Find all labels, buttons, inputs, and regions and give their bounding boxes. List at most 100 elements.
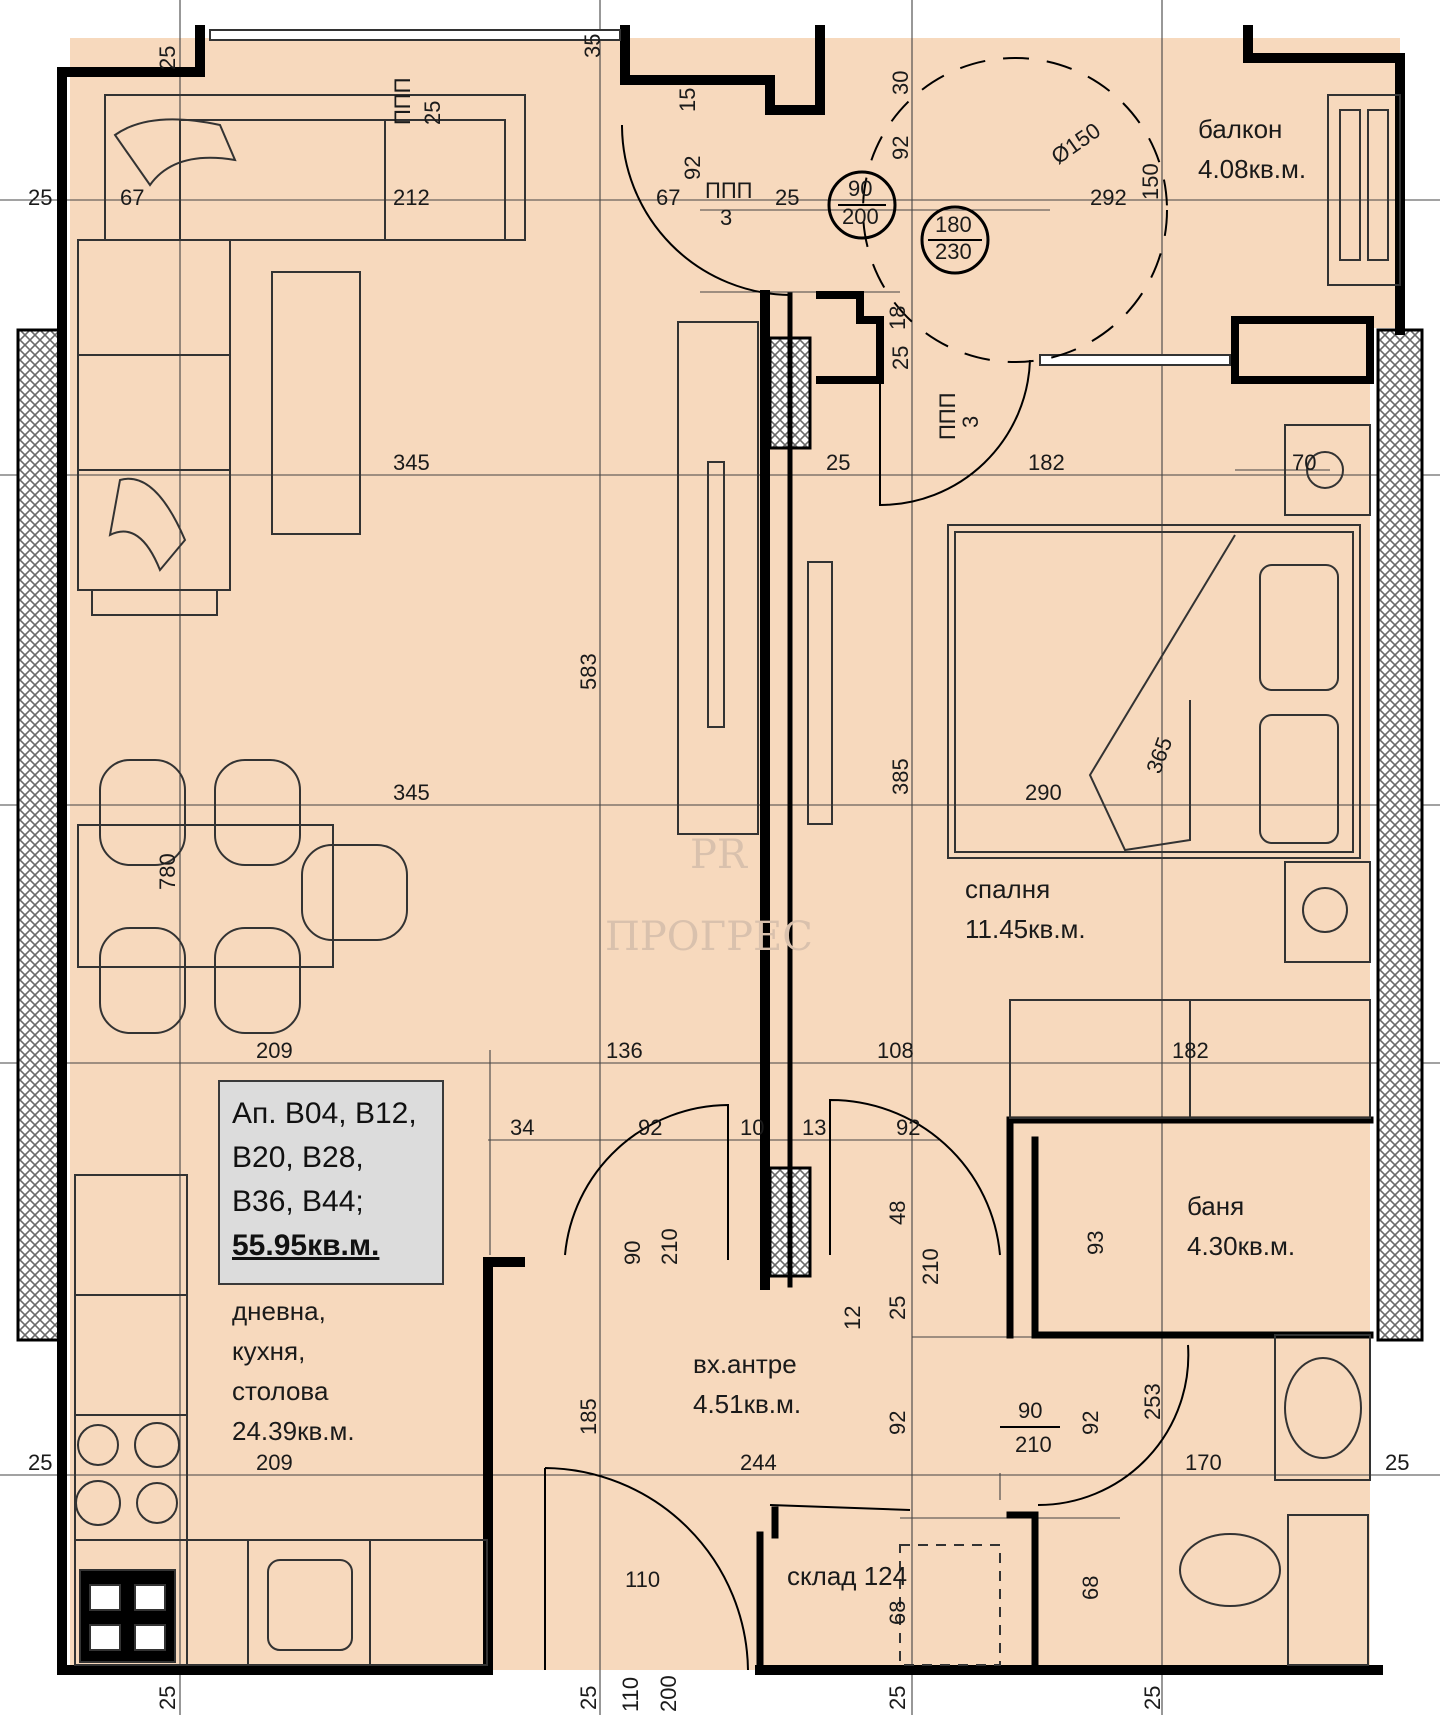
dim-label: 780 (155, 853, 180, 890)
room-labels: балкон 4.08кв.м. спалня 11.45кв.м. баня … (232, 114, 1306, 1591)
dim-label: 18 (885, 306, 910, 330)
dim-label: 25 (885, 1296, 910, 1320)
dim-label: 110 (618, 1677, 643, 1712)
dim-label: 92 (888, 136, 913, 160)
dim-label: 3 (958, 416, 983, 428)
dim-label: 92 (885, 1411, 910, 1435)
bath-lower-wall (1006, 1511, 1039, 1674)
dim-label: 68 (1078, 1576, 1103, 1600)
watermark-text: ПРОГРЕС (605, 914, 813, 960)
dim-label: ППП (705, 178, 752, 203)
chair-2 (214, 759, 301, 866)
apartment-total-area: 55.95кв.м. (232, 1229, 380, 1262)
door-tag-2-bottom: 230 (935, 239, 972, 264)
floor-bath (1015, 1123, 1370, 1670)
dim-label: 25 (155, 1686, 180, 1710)
turning-circle (862, 57, 1168, 363)
kitchen-sink (267, 1559, 353, 1651)
bed-inner (954, 531, 1354, 853)
pillow-2 (1259, 714, 1339, 844)
door-swing-hall-right (829, 1098, 1001, 1256)
door-swing-entry (544, 1467, 749, 1671)
kitchen-bottom-counter (186, 1539, 488, 1666)
room-name-hall: вх.антре (693, 1349, 797, 1379)
pillow-1 (1259, 564, 1339, 691)
dim-label: 10 (740, 1115, 764, 1140)
door-tag-2-top: 180 (935, 212, 972, 237)
room-name-living-1: дневна, (232, 1296, 326, 1326)
watermark: PR ПРОГРЕС (605, 832, 813, 960)
room-area-bedroom: 11.45кв.м. (965, 914, 1086, 944)
ac-unit (1327, 94, 1401, 286)
dim-label: 110 (625, 1567, 660, 1592)
chair-5 (301, 844, 408, 941)
dim-label: 67 (656, 185, 680, 210)
hob-4 (136, 1482, 178, 1524)
dim-label: 182 (1028, 450, 1065, 475)
dim-label: 209 (256, 1450, 293, 1475)
sofa-seat-2 (384, 119, 506, 241)
dim-label: 25 (420, 101, 445, 125)
dim-label: 35 (580, 34, 605, 58)
door-swing-living (564, 1103, 729, 1260)
dim-label: 93 (1083, 1231, 1108, 1255)
room-name-living-3: столова (232, 1376, 329, 1406)
dim-label: 292 (1090, 185, 1127, 210)
column-left (16, 328, 64, 1342)
windows (209, 29, 1231, 366)
window-top (209, 29, 621, 41)
dim-label: 70 (1292, 450, 1316, 475)
room-name-storage: склад 124 (787, 1561, 907, 1591)
window-balcony (1039, 354, 1231, 366)
dim-label: 210 (918, 1248, 943, 1285)
dim-label: 25 (1385, 1450, 1409, 1475)
dim-label: 25 (885, 1686, 910, 1710)
dim-label: 150 (1138, 163, 1163, 200)
balcony-front (816, 291, 884, 384)
toilet-bowl (1179, 1533, 1281, 1607)
dim-label: 92 (638, 1115, 662, 1140)
watermark-mark: PR (690, 832, 749, 878)
armchair-2 (108, 477, 187, 572)
door-swing-bedroom (879, 359, 1031, 507)
storage-wall (756, 1506, 779, 1674)
door-tag-1-top: 90 (848, 176, 872, 201)
door-swing-storage (769, 1504, 911, 1511)
floor-fills (70, 38, 1400, 1670)
room-area-bathroom: 4.30кв.м. (1187, 1231, 1295, 1261)
dim-label: 212 (393, 185, 430, 210)
dining-table (77, 824, 334, 968)
storage-shelf (899, 1544, 1001, 1666)
dim-label: 13 (802, 1115, 826, 1140)
washbasin (1274, 1334, 1371, 1481)
floor-bedroom (770, 328, 1370, 1123)
room-name-bathroom: баня (1187, 1191, 1244, 1221)
dim-label: 108 (877, 1038, 914, 1063)
dim-label: 48 (885, 1201, 910, 1225)
door-tag-3-top: 90 (620, 1241, 645, 1265)
coffee-table (271, 271, 361, 535)
dim-label: 25 (1140, 1686, 1165, 1710)
dim-label: 200 (656, 1675, 681, 1712)
chair-4 (214, 927, 301, 1034)
dim-label: 345 (393, 450, 430, 475)
dim-label: 25 (888, 346, 913, 370)
chair-3 (99, 927, 186, 1034)
nightstand-1 (1284, 424, 1371, 516)
dim-label: 92 (896, 1115, 920, 1140)
room-name-living-2: кухня, (232, 1336, 305, 1366)
door-swings (544, 57, 1190, 1671)
dim-label: 25 (576, 1686, 601, 1710)
dim-label: 182 (1172, 1038, 1209, 1063)
dim-label: 185 (576, 1398, 601, 1435)
outer-wall-top (57, 25, 205, 77)
dim-label: 92 (680, 156, 705, 180)
tv-unit (677, 321, 759, 835)
door-tag-4-bottom: 210 (1015, 1432, 1052, 1457)
dim-label: ППП (390, 78, 415, 125)
bath-wall (1006, 1116, 1374, 1339)
dim-label: ППП (935, 393, 960, 440)
door-swing-bath (1037, 1344, 1190, 1507)
dim-label: 136 (606, 1038, 643, 1063)
